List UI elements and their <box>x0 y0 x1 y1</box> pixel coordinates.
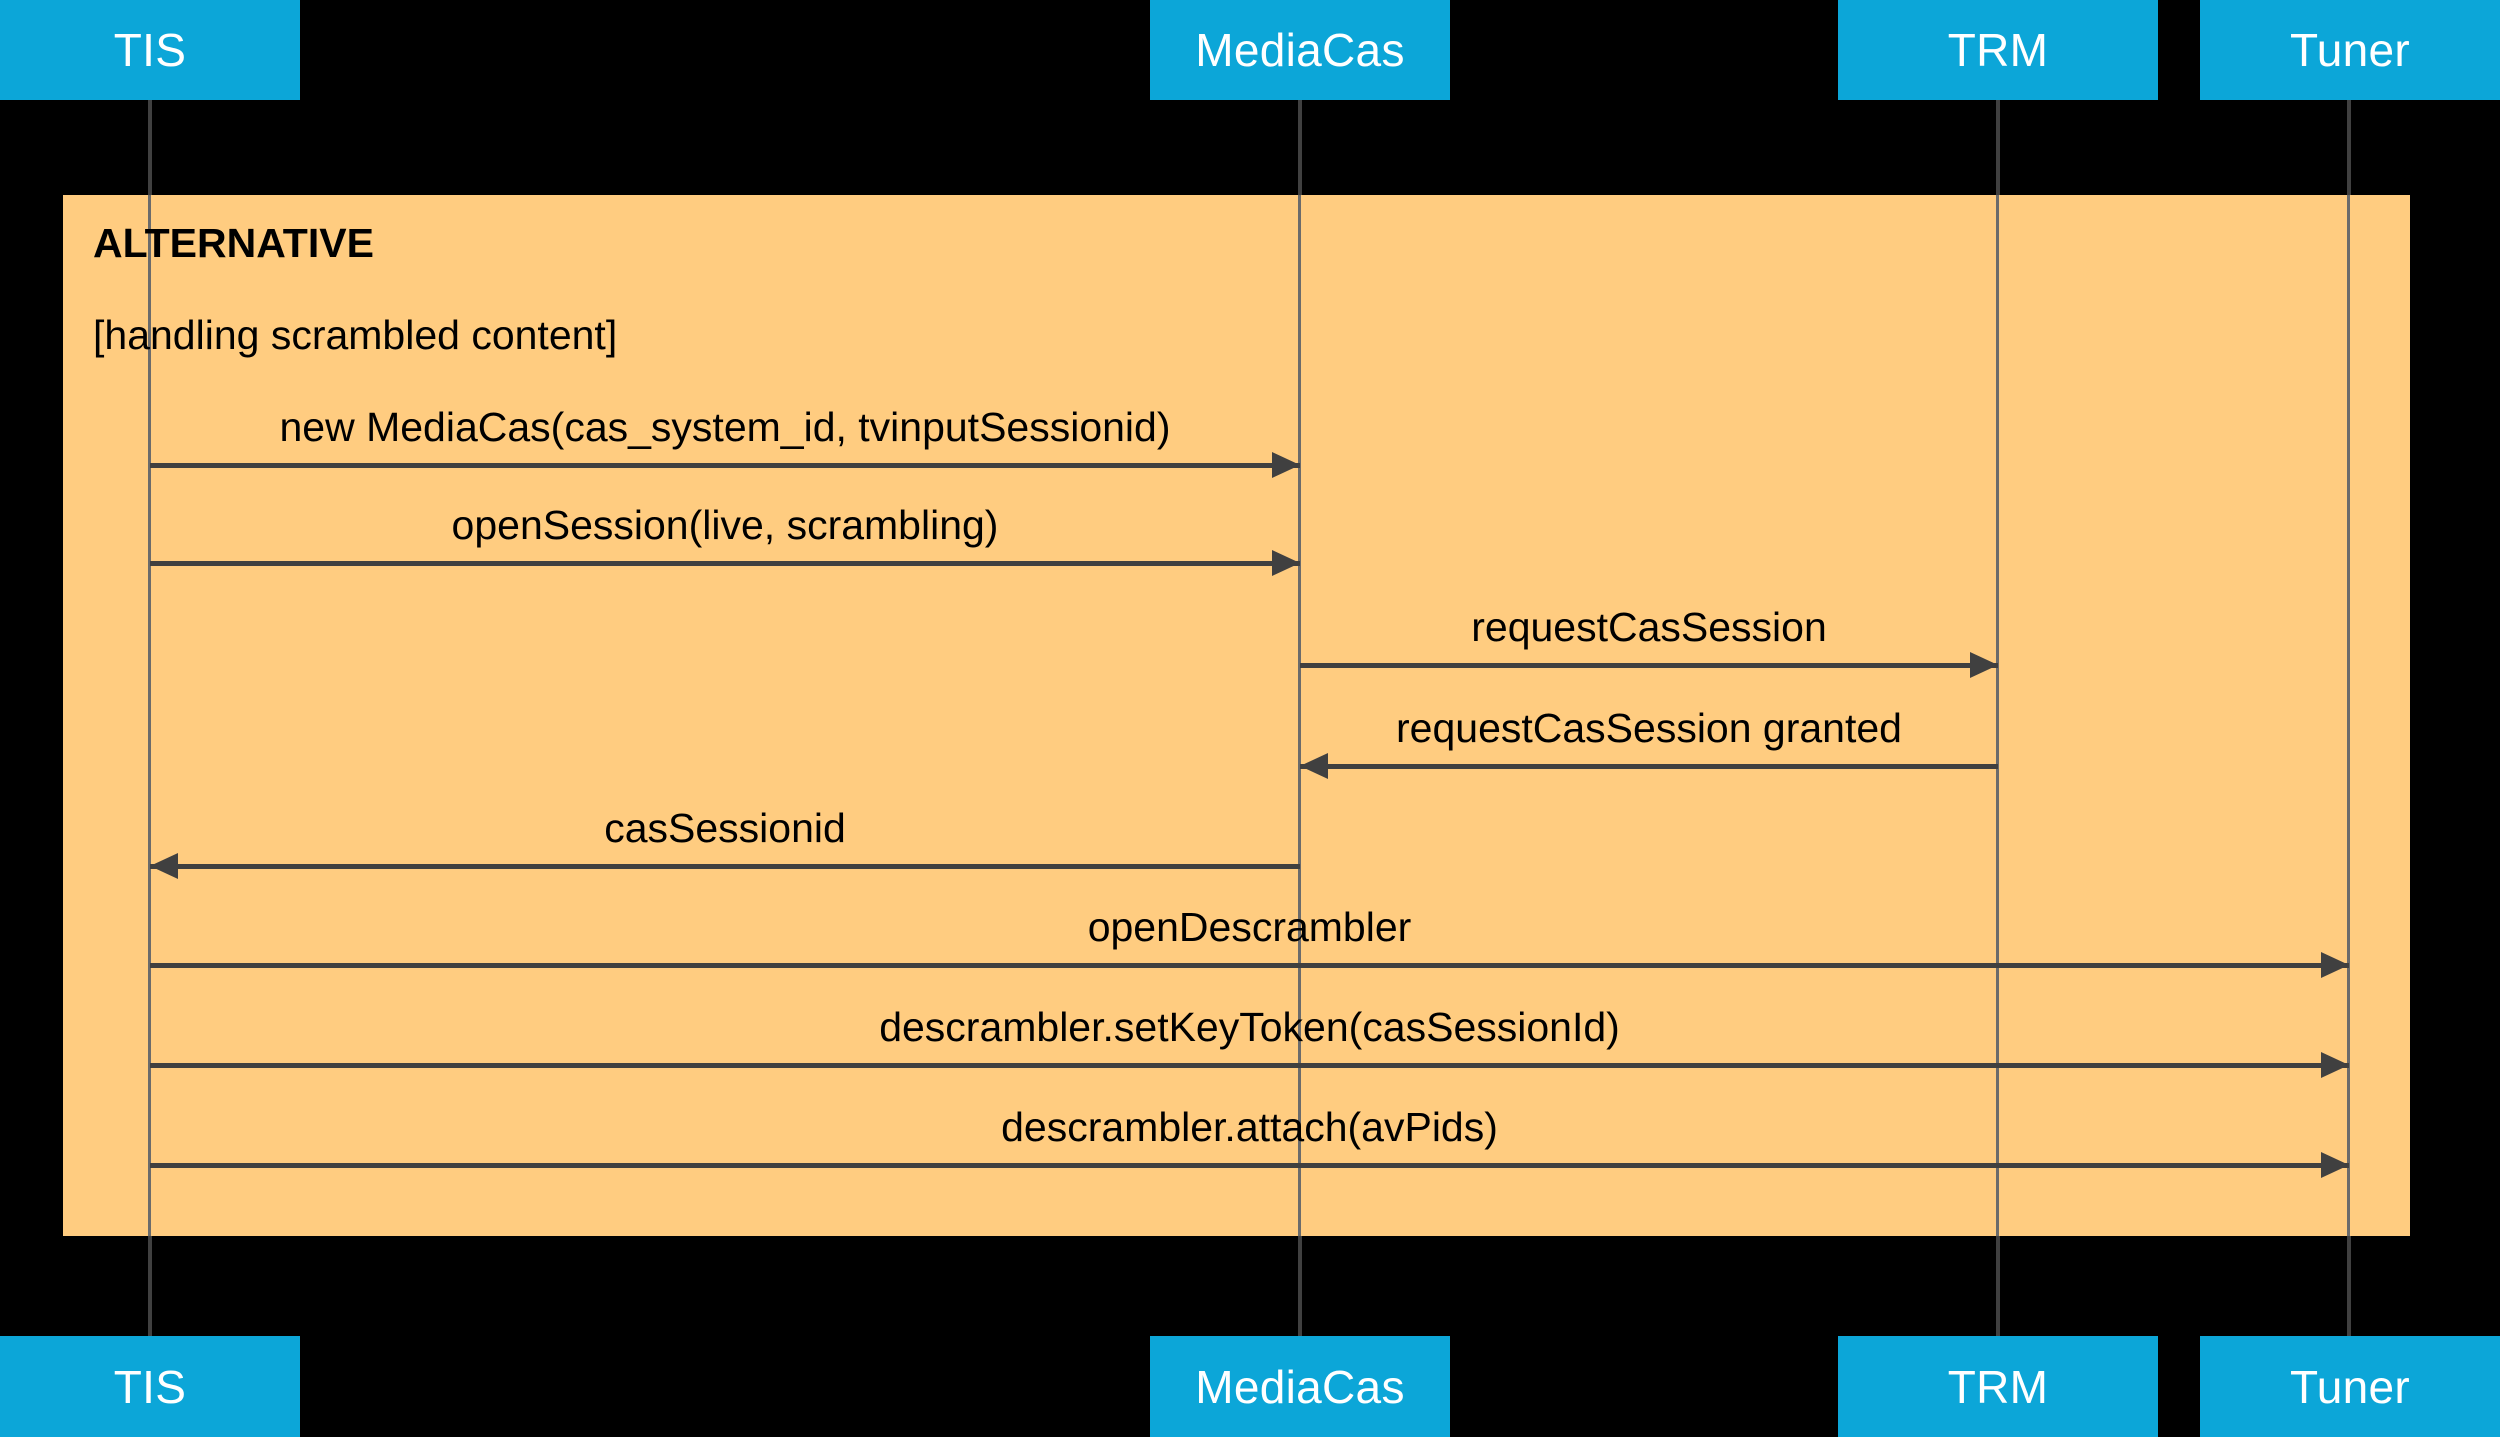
message-line <box>150 1163 2349 1168</box>
participant-label: TRM <box>1947 1360 2049 1413</box>
lifeline-over-tuner <box>2347 195 2350 1236</box>
message-arrowhead <box>1272 452 1300 478</box>
message-label: requestCasSession granted <box>1396 705 1902 751</box>
lifeline-over-mediacas <box>1298 195 1301 1236</box>
fragment-operator-label: ALTERNATIVE <box>93 220 374 266</box>
participant-label: MediaCas <box>1195 24 1405 76</box>
message-arrowhead <box>2321 1152 2349 1178</box>
message-line <box>150 963 2349 968</box>
participant-label: MediaCas <box>1195 1360 1405 1413</box>
message-line <box>1300 764 1998 769</box>
participant-footer-tis[interactable]: TIS <box>0 1336 300 1437</box>
alt-fragment <box>63 195 2410 1236</box>
message-label: new MediaCas(cas_system_id, tvinputSessi… <box>279 404 1171 450</box>
participant-footer-mediacas[interactable]: MediaCas <box>1150 1336 1450 1437</box>
message-line <box>150 561 1300 566</box>
message-line <box>150 463 1300 468</box>
message-line <box>1300 663 1998 668</box>
participant-header-trm[interactable]: TRM <box>1838 0 2158 100</box>
message-label: openDescrambler <box>1087 904 1412 950</box>
participant-label: Tuner <box>2290 1360 2410 1413</box>
message-label: requestCasSession <box>1471 604 1827 650</box>
message-arrowhead <box>2321 1052 2349 1078</box>
message-arrowhead <box>1272 550 1300 576</box>
participant-header-tis[interactable]: TIS <box>0 0 300 100</box>
message-line <box>150 1063 2349 1068</box>
participant-label: TIS <box>113 1360 187 1413</box>
participant-label: TIS <box>113 24 187 76</box>
message-line <box>150 864 1300 869</box>
message-arrowhead <box>1970 652 1998 678</box>
participant-header-tuner[interactable]: Tuner <box>2200 0 2500 100</box>
message-arrowhead <box>1300 753 1328 779</box>
participant-footer-trm[interactable]: TRM <box>1838 1336 2158 1437</box>
participant-header-mediacas[interactable]: MediaCas <box>1150 0 1450 100</box>
participant-label: Tuner <box>2290 24 2410 76</box>
message-label: casSessionid <box>604 805 846 851</box>
fragment-guard-label: [handling scrambled content] <box>93 312 618 358</box>
message-arrowhead <box>150 853 178 879</box>
message-label: descrambler.setKeyToken(casSessionId) <box>879 1004 1620 1050</box>
message-label: descrambler.attach(avPids) <box>1001 1104 1498 1150</box>
message-arrowhead <box>2321 952 2349 978</box>
participant-label: TRM <box>1947 24 2049 76</box>
message-label: openSession(live, scrambling) <box>451 502 999 548</box>
lifeline-over-tis <box>148 195 151 1236</box>
participant-footer-tuner[interactable]: Tuner <box>2200 1336 2500 1437</box>
lifeline-over-trm <box>1996 195 1999 1236</box>
